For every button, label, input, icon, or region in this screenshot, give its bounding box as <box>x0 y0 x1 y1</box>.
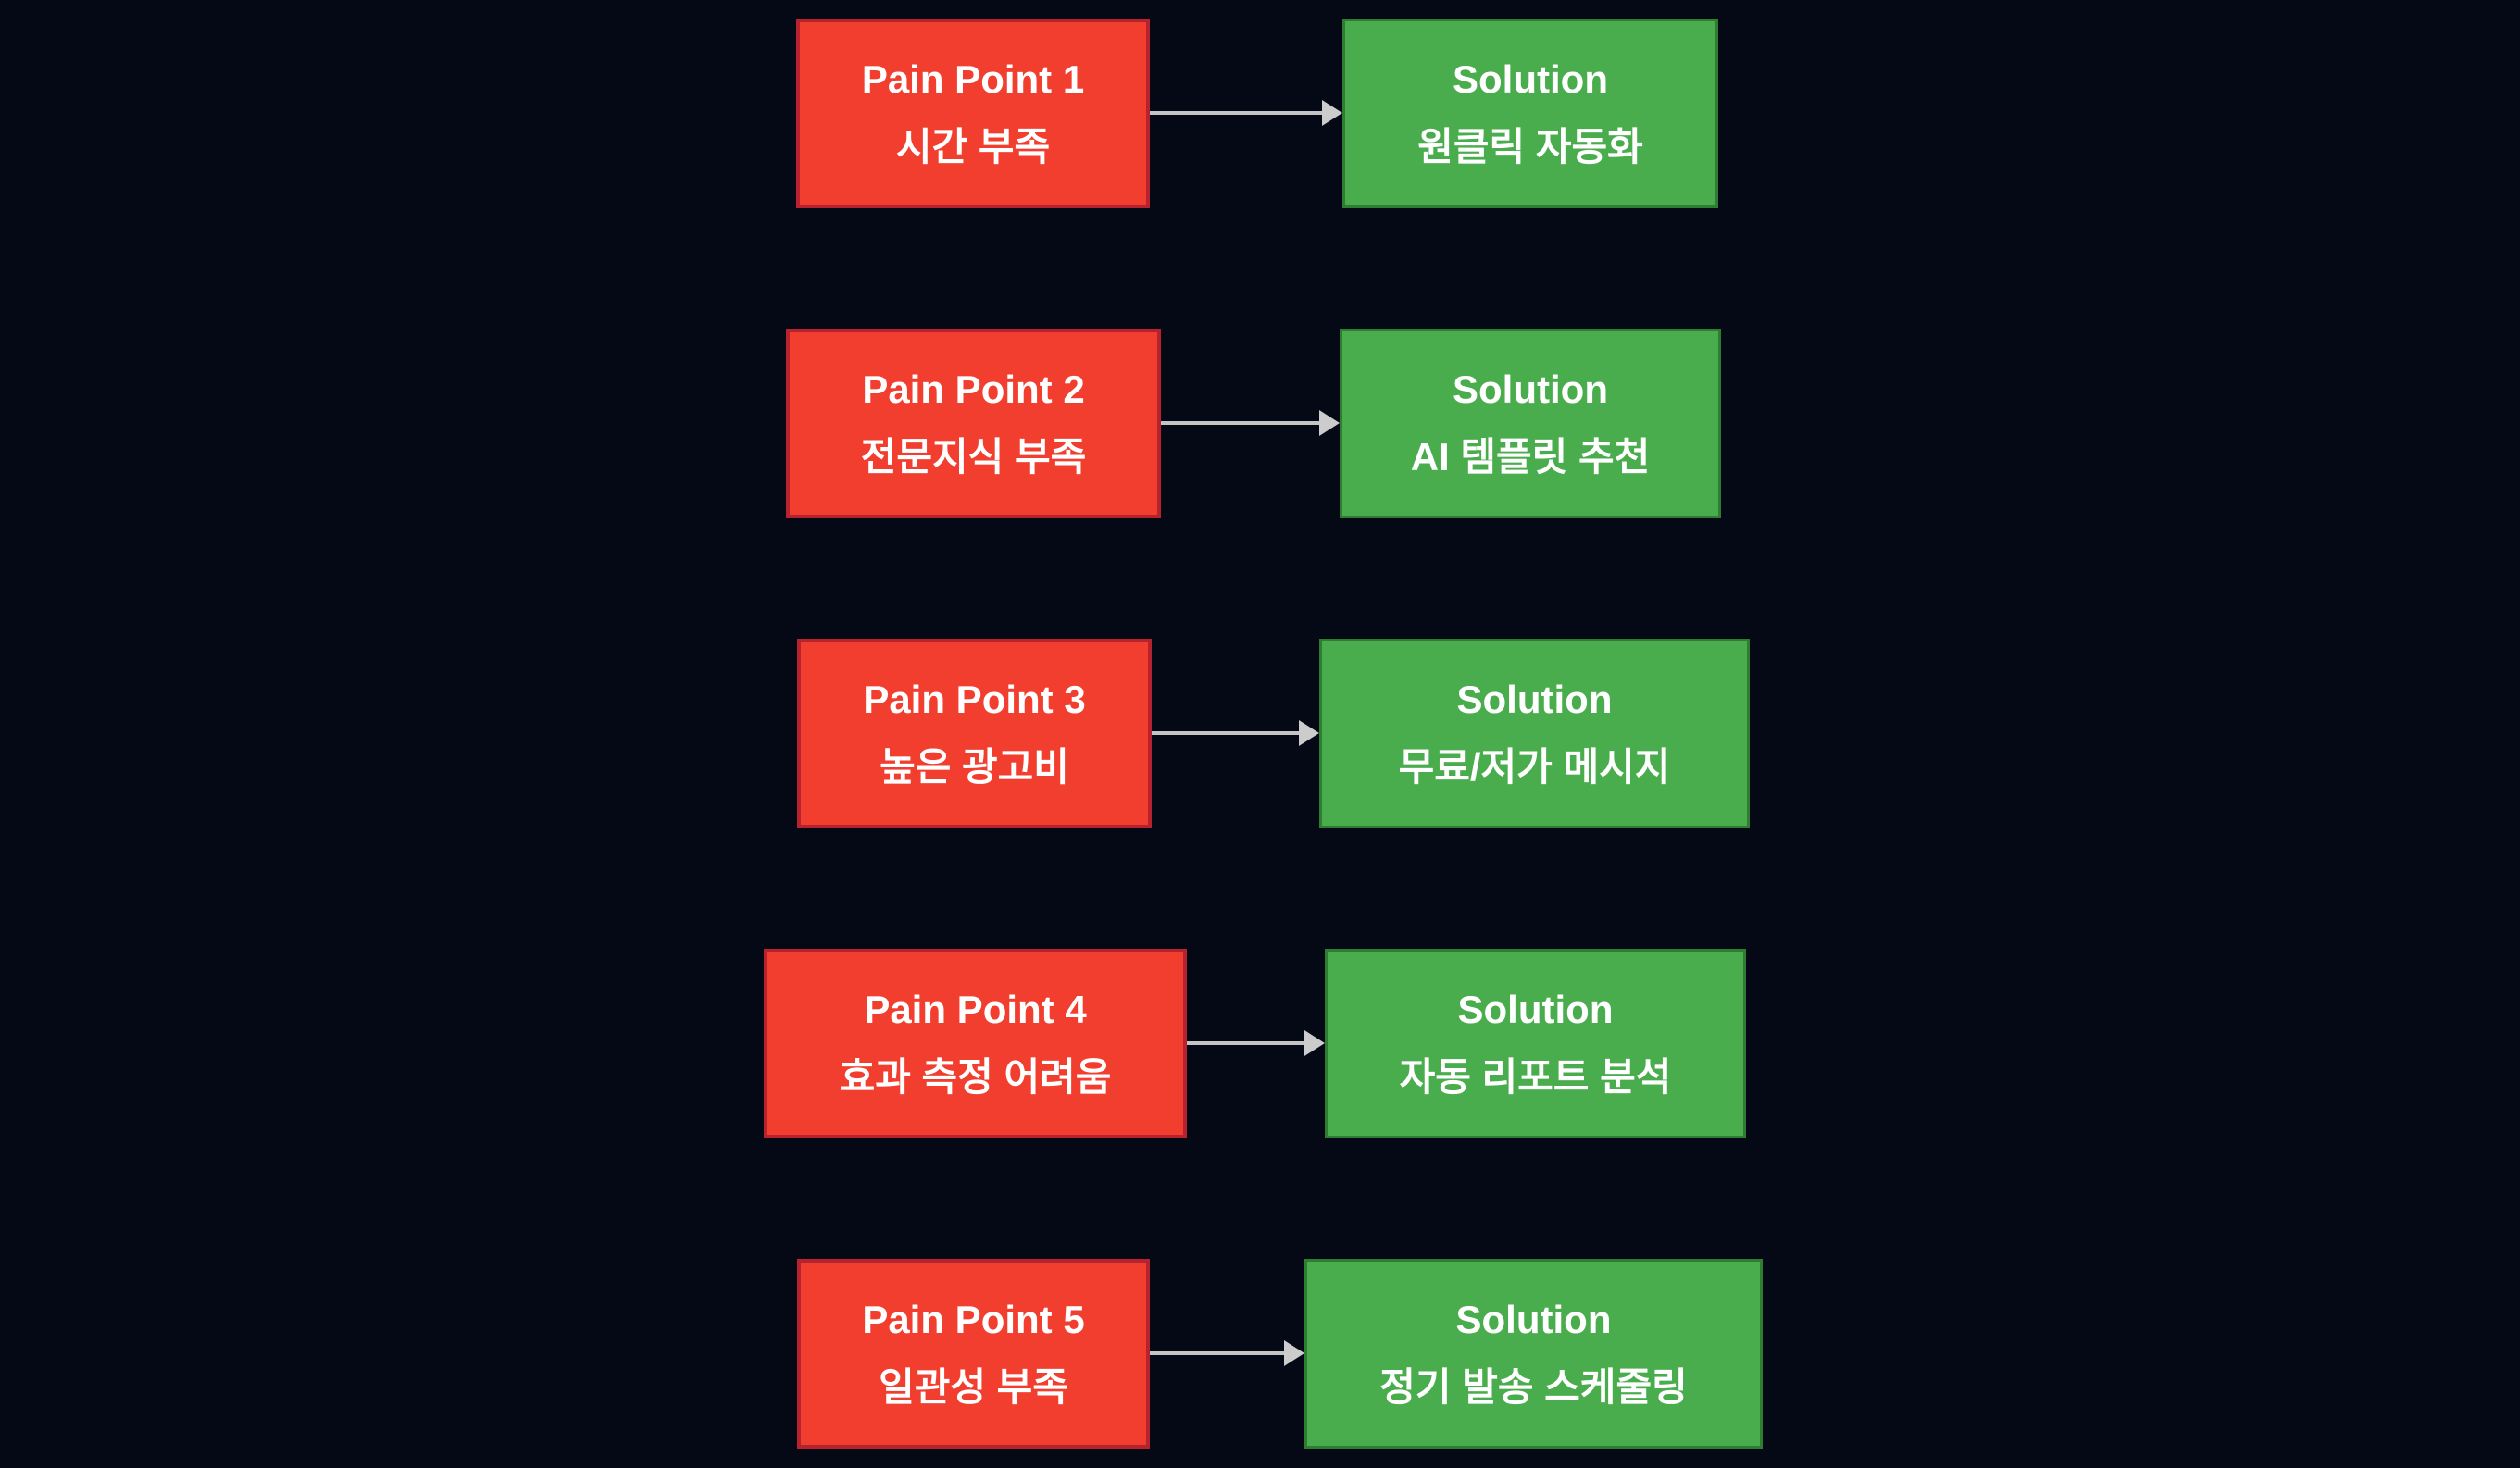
arrow-head-icon <box>1304 1030 1325 1056</box>
arrow-line <box>1150 1351 1288 1355</box>
solution-label: 무료/저가 메시지 <box>1398 744 1671 789</box>
arrow-head-icon <box>1319 410 1340 436</box>
arrow-line <box>1152 731 1303 735</box>
arrow-line <box>1161 421 1323 425</box>
pain-point-title: Pain Point 4 <box>864 988 1087 1032</box>
pain-point-label: 일관성 부족 <box>879 1364 1068 1409</box>
arrow-head-icon <box>1322 100 1342 126</box>
pain-point-box-1: Pain Point 1 시간 부족 <box>796 19 1150 208</box>
solution-title: Solution <box>1453 57 1608 102</box>
arrow-head-icon <box>1284 1340 1304 1366</box>
arrow-2 <box>1161 409 1340 437</box>
solution-box-1: Solution 원클릭 자동화 <box>1342 19 1718 208</box>
arrow-3 <box>1152 719 1319 747</box>
solution-label: 정기 발송 스케줄링 <box>1379 1364 1688 1409</box>
pain-point-box-2: Pain Point 2 전문지식 부족 <box>786 329 1161 518</box>
arrow-4 <box>1187 1029 1325 1057</box>
arrow-line <box>1150 111 1326 115</box>
arrow-5 <box>1150 1339 1304 1367</box>
pain-point-label: 효과 측정 어려움 <box>839 1054 1112 1099</box>
pain-point-title: Pain Point 3 <box>863 678 1086 722</box>
arrow-1 <box>1150 99 1342 127</box>
solution-label: AI 템플릿 추천 <box>1410 434 1651 479</box>
solution-box-2: Solution AI 템플릿 추천 <box>1340 329 1721 518</box>
pain-point-box-4: Pain Point 4 효과 측정 어려움 <box>764 949 1187 1138</box>
arrow-line <box>1187 1041 1308 1045</box>
pain-point-title: Pain Point 2 <box>862 367 1085 412</box>
solution-label: 자동 리포트 분석 <box>1399 1054 1672 1099</box>
pain-point-label: 높은 광고비 <box>880 744 1069 789</box>
solution-title: Solution <box>1457 988 1614 1032</box>
solution-label: 원클릭 자동화 <box>1417 124 1643 168</box>
solution-box-4: Solution 자동 리포트 분석 <box>1325 949 1746 1138</box>
pain-point-title: Pain Point 1 <box>861 57 1085 102</box>
solution-title: Solution <box>1455 1298 1612 1342</box>
solution-title: Solution <box>1453 367 1608 412</box>
solution-box-3: Solution 무료/저가 메시지 <box>1319 639 1750 828</box>
pain-point-box-5: Pain Point 5 일관성 부족 <box>797 1259 1150 1449</box>
pain-point-label: 시간 부족 <box>895 124 1051 168</box>
pain-point-box-3: Pain Point 3 높은 광고비 <box>797 639 1152 828</box>
arrow-head-icon <box>1299 720 1319 746</box>
pain-point-label: 전문지식 부족 <box>860 434 1087 479</box>
solution-box-5: Solution 정기 발송 스케줄링 <box>1304 1259 1763 1449</box>
solution-title: Solution <box>1456 678 1613 722</box>
pain-point-title: Pain Point 5 <box>862 1298 1085 1342</box>
